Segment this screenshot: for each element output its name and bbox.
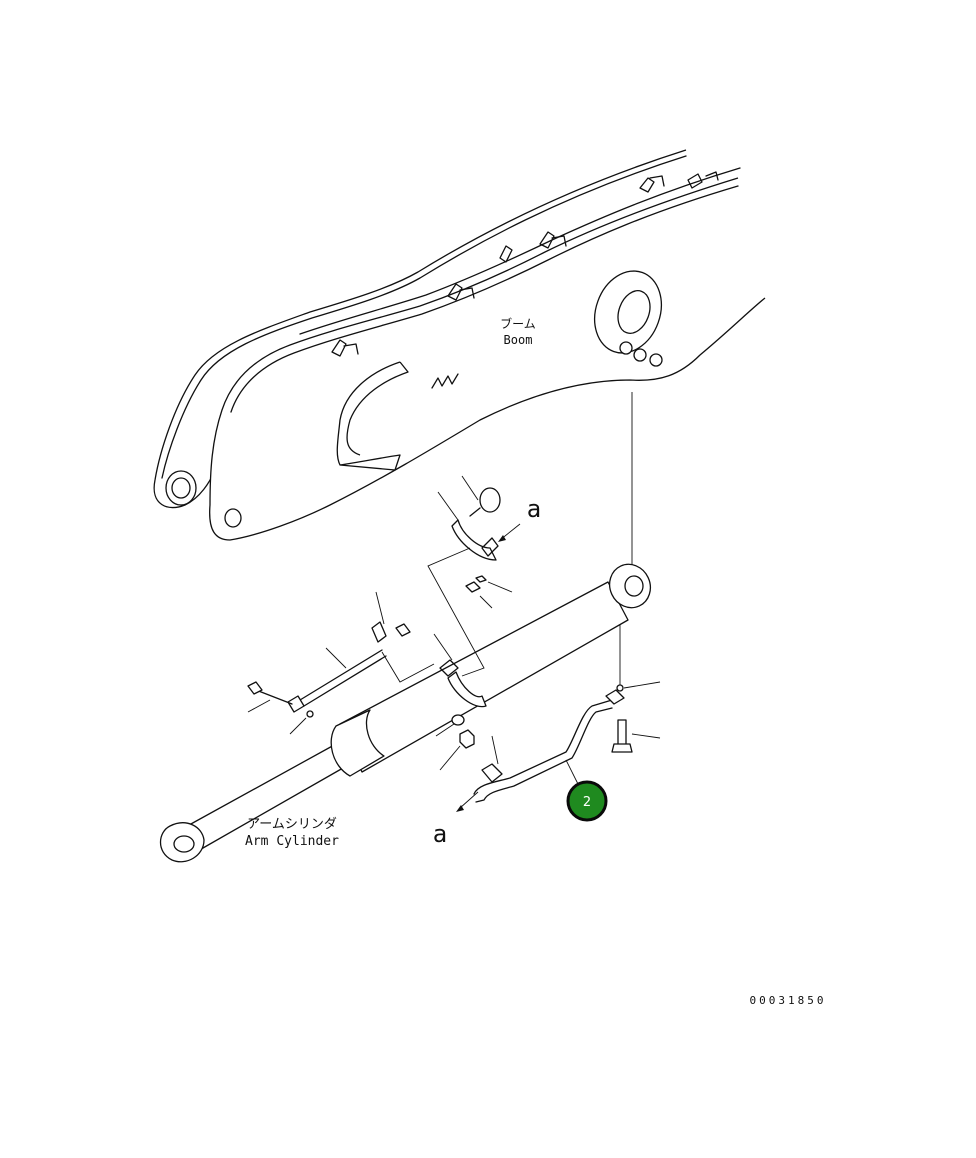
boom-clip-5 xyxy=(447,283,475,301)
leader-clamp-lower xyxy=(433,633,453,661)
leader-clip-right xyxy=(491,735,499,765)
oring-right xyxy=(616,684,624,692)
leader-tube-left xyxy=(325,647,347,669)
ref-label-a-top: a xyxy=(527,495,541,523)
bolt-right xyxy=(611,719,633,753)
leader-bolt-right xyxy=(631,733,661,739)
leader-nut-lower xyxy=(439,745,461,771)
clamp-assembly-lower xyxy=(433,633,487,771)
grease-fitting-left xyxy=(287,695,305,713)
clamp-bracket-upper xyxy=(481,537,499,557)
ref-arrow-a-bottom-head xyxy=(456,805,464,812)
bracket-frame-left xyxy=(381,651,435,683)
cylinder-rod-eye-hole xyxy=(173,835,195,853)
bolt-left-shank xyxy=(255,689,293,705)
leader-washer-upper xyxy=(487,581,513,593)
cylinder-collar xyxy=(330,709,385,777)
grease-fitting-right xyxy=(605,689,625,705)
clamp-band-upper xyxy=(451,519,497,561)
boom-bolt-2 xyxy=(633,348,647,362)
grease-tube-left xyxy=(299,649,387,707)
leader-oring-left xyxy=(289,717,307,735)
callout-2-label: 2 xyxy=(583,795,591,810)
boom-clip-2 xyxy=(687,171,719,189)
callout-2[interactable]: 2 xyxy=(566,780,608,822)
clamp-nut-upper xyxy=(465,581,481,593)
boom-label-en: Boom xyxy=(504,333,533,347)
clamp-washer-upper xyxy=(475,575,487,583)
leader-oring-right xyxy=(623,681,661,689)
leader-clip-left xyxy=(375,591,385,625)
clamp-bolt-head-upper xyxy=(479,487,501,513)
leader-nut-upper xyxy=(479,595,493,609)
clamp-nut-lower xyxy=(459,729,475,749)
cylinder-label-jp: アームシリンダ xyxy=(247,817,337,832)
boom-clip-1 xyxy=(639,175,665,193)
drawing-number: 00031850 xyxy=(750,994,827,1007)
boom-pin-hole-back-inner xyxy=(171,477,191,499)
arm-cylinder: アームシリンダ Arm Cylinder xyxy=(159,563,652,863)
cylinder-tube xyxy=(339,581,629,773)
clamp-washer-lower xyxy=(451,714,465,726)
boom-clip-4 xyxy=(499,245,513,263)
clamp-bracket-lower xyxy=(439,659,459,677)
oring-left xyxy=(306,710,314,718)
cylinder-label-en: Arm Cylinder xyxy=(245,834,339,849)
boom-clip-6 xyxy=(331,339,359,357)
leader-clamp-upper xyxy=(437,491,459,521)
boom-back-plate-inner xyxy=(161,155,687,479)
boom-front-plate-edge xyxy=(299,167,741,335)
clip-left xyxy=(371,621,387,643)
clamp-band-lower xyxy=(447,671,487,708)
leader-bolt-left xyxy=(247,699,271,713)
grease-line-left xyxy=(247,591,435,735)
bolt-left-top xyxy=(395,623,411,637)
clamp-assembly-upper: a xyxy=(437,475,541,609)
boom-logo-mark xyxy=(431,373,459,389)
boom-pin-hole-front xyxy=(224,508,242,528)
grease-line-right: a xyxy=(433,681,661,848)
boom-bolt-1 xyxy=(619,341,633,355)
callout-2-circle[interactable] xyxy=(566,780,608,822)
clamp-bolt-shank-upper xyxy=(469,507,481,517)
boom-cutout xyxy=(336,361,409,471)
boom-front-plate-top xyxy=(230,185,739,413)
boom-bolt-3 xyxy=(649,353,663,367)
boom-label-jp: ブーム xyxy=(500,316,536,331)
leader-bolt-upper xyxy=(461,475,479,501)
boom-boss-inner xyxy=(617,290,651,334)
leader-washer-lower xyxy=(435,723,455,737)
ref-arrow-a-top-head xyxy=(498,535,506,542)
cylinder-head-eye-hole xyxy=(624,575,644,597)
boom: ブーム Boom xyxy=(153,149,766,541)
bracket-frame-upper xyxy=(427,547,485,677)
grease-tube-right-2 xyxy=(475,707,613,803)
bolt-left-head xyxy=(247,681,263,695)
boom-clip-3 xyxy=(539,231,567,249)
grease-tube-right xyxy=(473,699,613,795)
ref-label-a-bottom: a xyxy=(433,820,447,848)
ref-arrow-a-bottom-line xyxy=(459,791,479,809)
clip-right xyxy=(481,763,503,783)
